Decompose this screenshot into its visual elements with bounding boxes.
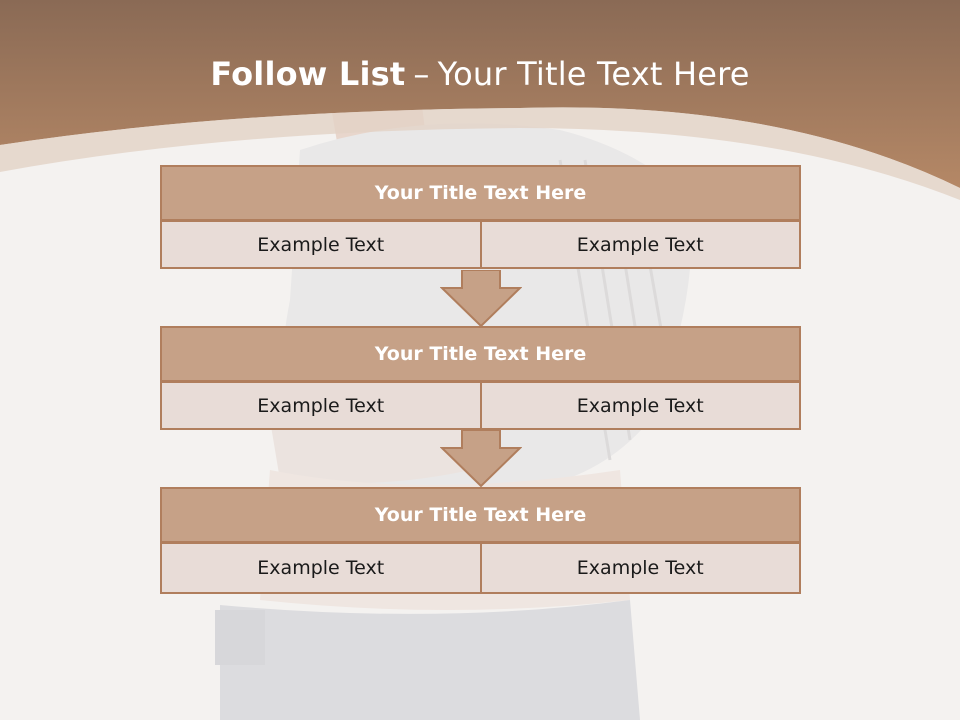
- block-title: Your Title Text Here: [160, 165, 801, 221]
- block-cell-right: Example Text: [479, 542, 801, 594]
- block-row: Example Text Example Text: [160, 381, 801, 430]
- list-block-1: Your Title Text Here Example Text Exampl…: [160, 165, 801, 269]
- down-arrow-2: [440, 430, 522, 488]
- list-block-2: Your Title Text Here Example Text Exampl…: [160, 326, 801, 430]
- list-block-3: Your Title Text Here Example Text Exampl…: [160, 487, 801, 594]
- title-rest: Your Title Text Here: [437, 55, 750, 93]
- block-cell-right: Example Text: [479, 381, 801, 430]
- title-bold: Follow List: [210, 55, 406, 93]
- down-arrow-1: [440, 270, 522, 328]
- block-cell-right: Example Text: [479, 220, 801, 269]
- block-row: Example Text Example Text: [160, 542, 801, 594]
- block-cell-left: Example Text: [160, 381, 482, 430]
- block-cell-left: Example Text: [160, 542, 482, 594]
- header-band: [0, 0, 960, 200]
- block-row: Example Text Example Text: [160, 220, 801, 269]
- title-dash: –: [413, 55, 430, 93]
- slide-title: Follow List–Your Title Text Here: [0, 55, 960, 93]
- block-cell-left: Example Text: [160, 220, 482, 269]
- block-title: Your Title Text Here: [160, 326, 801, 382]
- block-title: Your Title Text Here: [160, 487, 801, 543]
